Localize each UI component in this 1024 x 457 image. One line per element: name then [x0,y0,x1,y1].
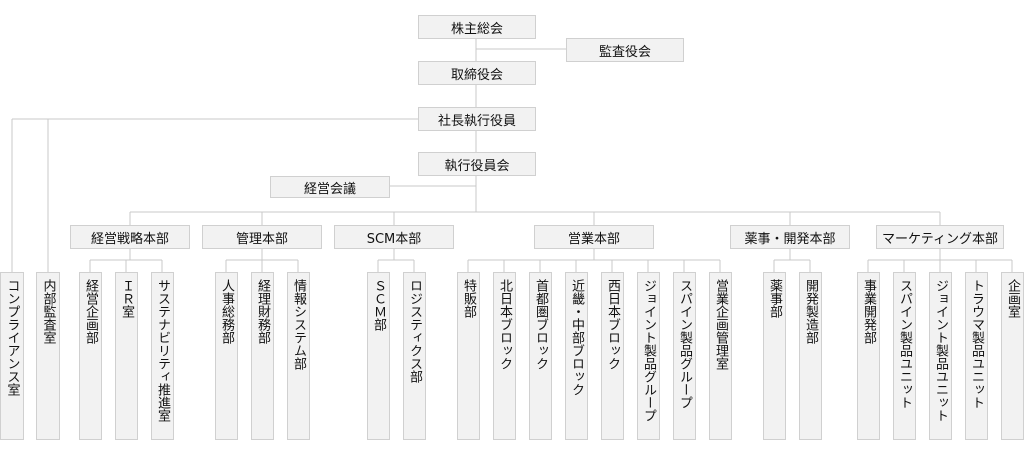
department-box: ＩＲ室 [115,272,138,440]
department-box: 経理財務部 [251,272,274,440]
department-box: トラウマ製品ユニット [965,272,988,440]
division-sales-box: 営業本部 [534,225,654,249]
department-label: ジョイント製品グループ [641,279,656,422]
department-label: 西日本ブロック [605,279,620,370]
internal-audit-box: 内部監査室 [36,272,60,440]
department-label: スパイン製品ユニット [897,279,912,409]
department-label: 開発製造部 [803,279,818,344]
department-label: ＳＣＭ部 [371,279,386,331]
department-box: 首都圏ブロック [529,272,552,440]
department-label: ジョイント製品ユニット [933,279,948,422]
department-label: ＩＲ室 [119,279,134,318]
shareholders-meeting-box: 株主総会 [418,15,536,39]
department-box: ロジスティクス部 [403,272,426,440]
department-box: 事業開発部 [857,272,880,440]
department-label: サステナビリティ推進室 [155,279,170,422]
department-box: 北日本ブロック [493,272,516,440]
department-box: スパイン製品ユニット [893,272,916,440]
compliance-box: コンプライアンス室 [0,272,24,440]
department-box: ジョイント製品ユニット [929,272,952,440]
department-box: スパイン製品グループ [673,272,696,440]
department-label: 情報システム部 [291,279,306,370]
department-box: 情報システム部 [287,272,310,440]
department-label: 企画室 [1005,279,1020,318]
department-box: 近畿・中部ブロック [565,272,588,440]
president-box: 社長執行役員 [418,107,536,131]
department-box: 開発製造部 [799,272,822,440]
management-council-box: 経営会議 [270,176,390,198]
auditors-box: 監査役会 [566,38,684,62]
department-label: トラウマ製品ユニット [969,279,984,409]
department-label: 営業企画管理室 [713,279,728,370]
department-box: 薬事部 [763,272,786,440]
department-label: スパイン製品グループ [677,279,692,409]
department-label: ロジスティクス部 [407,279,422,383]
compliance-label: コンプライアンス室 [4,279,20,396]
department-box: 西日本ブロック [601,272,624,440]
division-strategy-box: 経営戦略本部 [70,225,190,249]
department-box: 営業企画管理室 [709,272,732,440]
department-label: 経理財務部 [255,279,270,344]
department-label: 薬事部 [767,279,782,318]
division-marketing-box: マーケティング本部 [876,225,1004,249]
division-regulatory-dev-box: 薬事・開発本部 [730,225,850,249]
division-admin-box: 管理本部 [202,225,322,249]
department-box: 特販部 [457,272,480,440]
department-box: ジョイント製品グループ [637,272,660,440]
department-box: 人事総務部 [215,272,238,440]
department-box: ＳＣＭ部 [367,272,390,440]
department-label: 人事総務部 [219,279,234,344]
department-box: サステナビリティ推進室 [151,272,174,440]
department-label: 特販部 [461,279,476,318]
department-label: 近畿・中部ブロック [569,279,584,396]
exec-committee-box: 執行役員会 [418,152,536,176]
department-label: 経営企画部 [83,279,98,344]
department-label: 首都圏ブロック [533,279,548,370]
internal-audit-label: 内部監査室 [40,279,56,344]
department-box: 企画室 [1001,272,1024,440]
department-box: 経営企画部 [79,272,102,440]
department-label: 北日本ブロック [497,279,512,370]
division-scm-box: SCM本部 [334,225,454,249]
board-box: 取締役会 [418,61,536,85]
department-label: 事業開発部 [861,279,876,344]
